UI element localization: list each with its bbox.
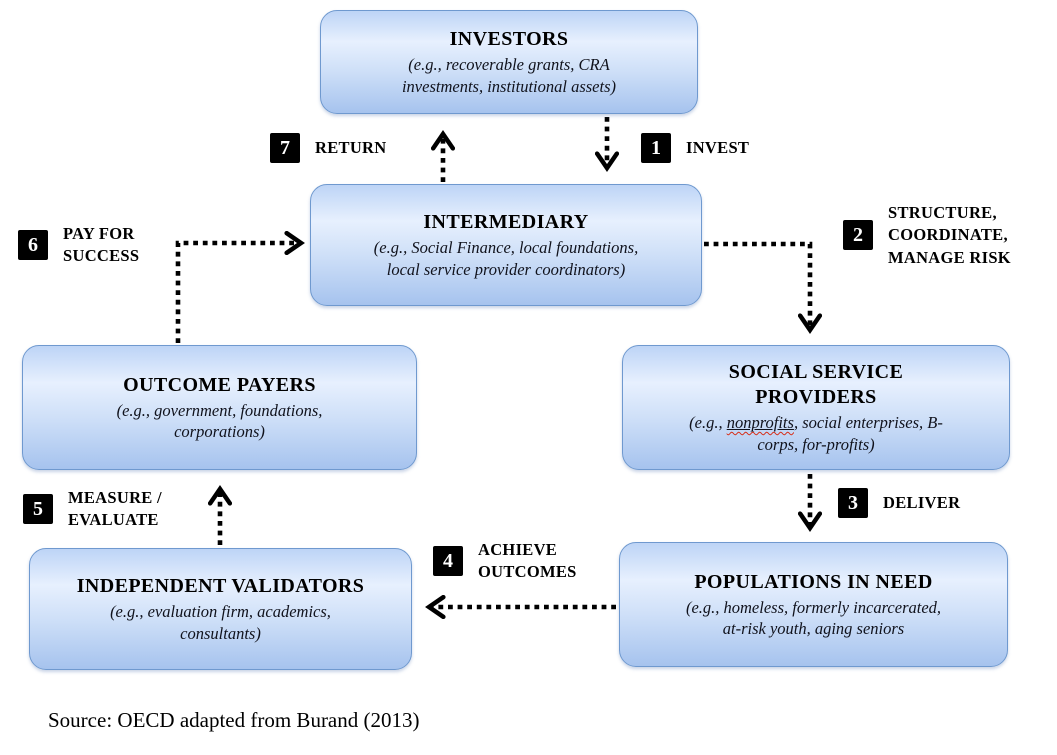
flow-label-structure-coordinate-manage-risk: 2 STRUCTURE, COORDINATE, MANAGE RISK xyxy=(843,202,1011,269)
source-caption: Source: OECD adapted from Burand (2013) xyxy=(48,708,420,732)
flow-text-achieve: ACHIEVE OUTCOMES xyxy=(478,540,577,582)
box-independent-validators: INDEPENDENT VALIDATORS (e.g., evaluation… xyxy=(29,548,412,670)
box-validators-desc: (e.g., evaluation firm, academics, consu… xyxy=(110,602,331,643)
arrow-pay xyxy=(175,243,301,343)
flow-text-deliver: DELIVER xyxy=(883,492,961,512)
flow-number-badge-4: 4 xyxy=(433,546,463,577)
flow-label-achieve-outcomes: 4 ACHIEVE OUTCOMES xyxy=(433,539,577,584)
flow-number-badge-5: 5 xyxy=(23,494,53,525)
flow-label-measure-evaluate: 5 MEASURE / EVALUATE xyxy=(23,487,162,532)
flow-label-deliver: 3 DELIVER xyxy=(838,488,960,518)
box-investors-desc: (e.g., recoverable grants, CRA investmen… xyxy=(401,55,617,96)
box-intermediary: INTERMEDIARY (e.g., Social Finance, loca… xyxy=(310,184,702,306)
box-outcome-payers: OUTCOME PAYERS (e.g., government, founda… xyxy=(22,345,417,470)
flow-text-return: RETURN xyxy=(315,137,387,157)
flow-label-pay-for-success: 6 PAY FOR SUCCESS xyxy=(18,223,139,268)
flow-text-pay: PAY FOR SUCCESS xyxy=(63,224,140,266)
flow-text-invest: INVEST xyxy=(686,137,750,157)
flow-text-structure: STRUCTURE, COORDINATE, MANAGE RISK xyxy=(888,203,1011,267)
providers-desc-pre: (e.g., xyxy=(689,413,727,433)
flow-label-invest: 1 INVEST xyxy=(641,133,749,163)
box-validators-title: INDEPENDENT VALIDATORS xyxy=(76,575,365,598)
flow-number-badge-2: 2 xyxy=(843,220,873,251)
providers-desc-post: , social enterprises, B- corps, for-prof… xyxy=(757,413,943,454)
flow-number-badge-7: 7 xyxy=(270,133,300,163)
box-social-service-providers: SOCIAL SERVICE PROVIDERS (e.g., nonprofi… xyxy=(622,345,1010,470)
box-payers-title: OUTCOME PAYERS xyxy=(123,373,316,396)
misspelled-word: nonprofits xyxy=(727,413,794,432)
arrow-structure xyxy=(704,241,810,330)
box-investors: INVESTORS (e.g., recoverable grants, CRA… xyxy=(320,10,698,114)
flow-number-badge-6: 6 xyxy=(18,230,48,261)
flow-number-badge-3: 3 xyxy=(838,488,868,518)
flow-text-measure: MEASURE / EVALUATE xyxy=(68,488,162,530)
box-populations-desc: (e.g., homeless, formerly incarcerated, … xyxy=(685,597,942,638)
box-payers-desc: (e.g., government, foundations, corporat… xyxy=(116,400,323,441)
box-intermediary-desc: (e.g., Social Finance, local foundations… xyxy=(373,238,639,279)
box-providers-title: SOCIAL SERVICE PROVIDERS xyxy=(728,361,904,409)
spellcheck-squiggle: nonprofits xyxy=(726,413,794,433)
box-providers-desc: (e.g., nonprofits, social enterprises, B… xyxy=(689,412,943,455)
box-populations-in-need: POPULATIONS IN NEED (e.g., homeless, for… xyxy=(619,542,1008,667)
box-investors-title: INVESTORS xyxy=(449,28,569,51)
box-populations-title: POPULATIONS IN NEED xyxy=(694,570,933,593)
flow-label-return: 7 RETURN xyxy=(270,133,386,163)
flow-number-badge-1: 1 xyxy=(641,133,671,163)
box-intermediary-title: INTERMEDIARY xyxy=(423,211,589,234)
